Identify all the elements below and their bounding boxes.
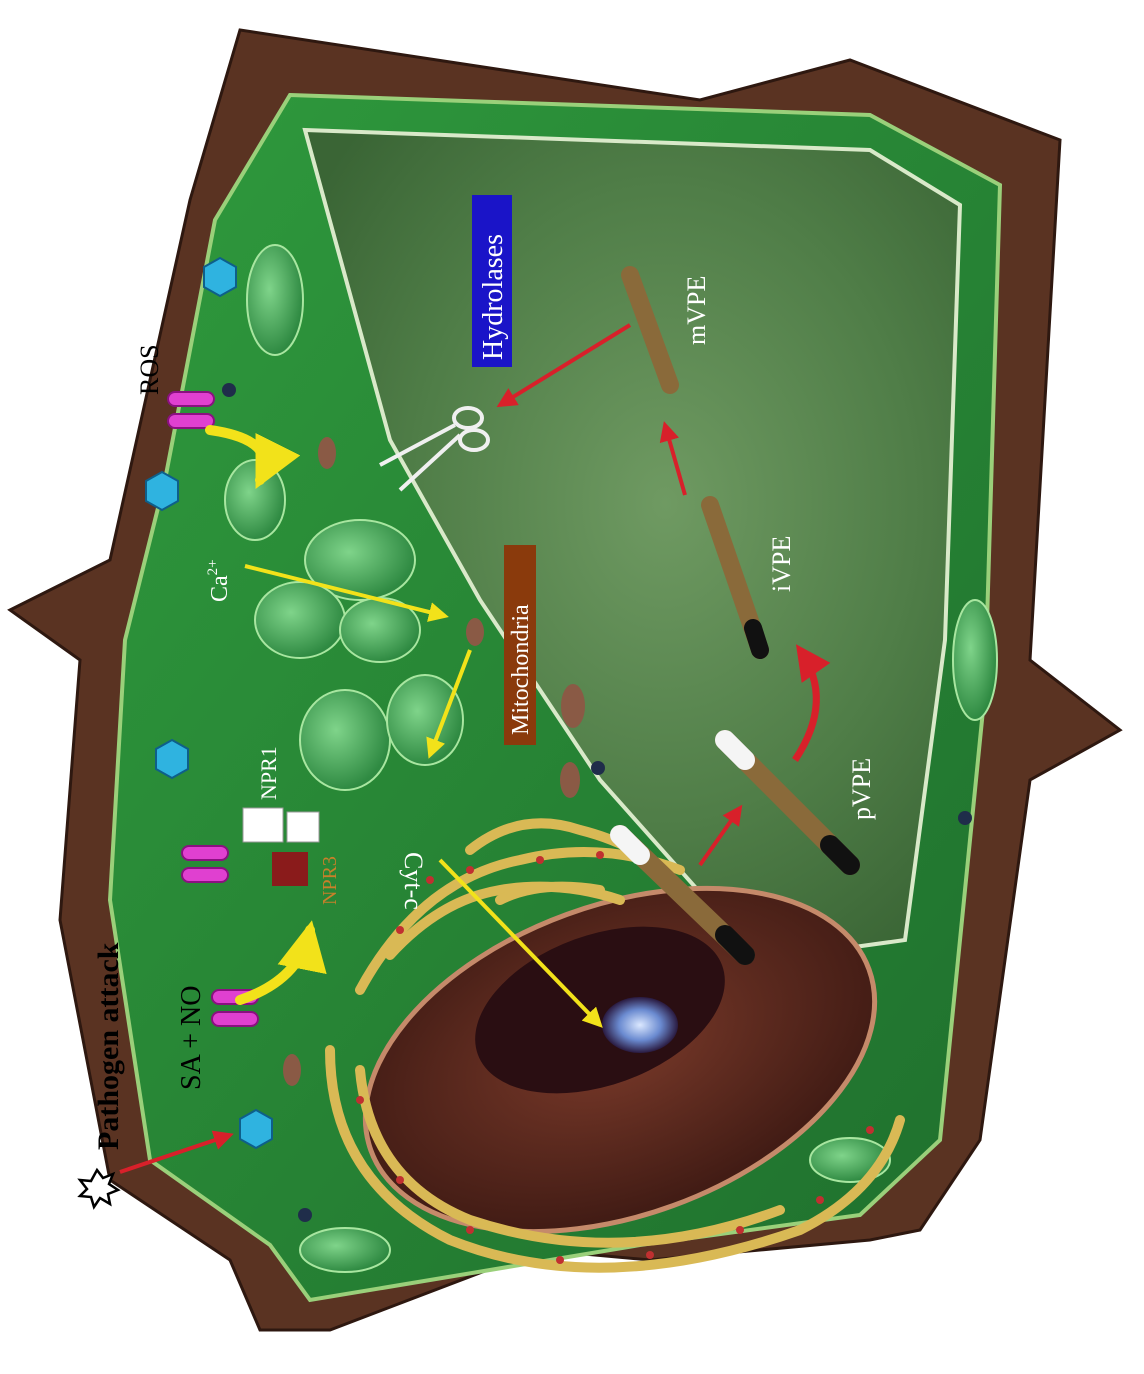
label-ca-superscript: 2+ — [205, 559, 221, 575]
label-ivpe: iVPE — [767, 536, 796, 592]
label-pvpe: pVPE — [847, 758, 876, 820]
label-mvpe: mVPE — [682, 276, 711, 345]
label-pathogen-attack: Pathogen attack — [92, 942, 125, 1150]
explosion-icon — [80, 1170, 118, 1207]
label-hydrolases: Hydrolases — [478, 234, 509, 360]
label-ros: ROS — [135, 344, 164, 395]
label-cyt-c: Cyt-c — [399, 852, 428, 910]
label-npr3: NPR3 — [319, 856, 341, 905]
label-ca-base: Ca — [207, 575, 233, 602]
label-npr1: NPR1 — [256, 746, 281, 800]
label-mitochondria: Mitochondria — [508, 604, 534, 735]
label-sa-no: SA + NO — [176, 986, 207, 1090]
